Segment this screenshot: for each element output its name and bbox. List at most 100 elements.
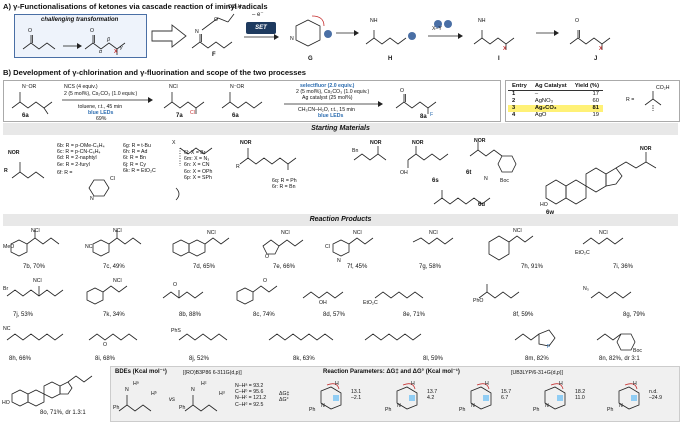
- sm-6a-or-2: N⁻OR: [230, 84, 245, 90]
- product-8m: 8m, 82%: [525, 356, 549, 362]
- cell: –: [534, 91, 539, 97]
- sm-6w-nor: NOR: [640, 146, 652, 152]
- param-dg0: 4.2: [427, 395, 435, 402]
- minus-e: – e⁻: [252, 12, 264, 18]
- xy-label: X–Y: [432, 26, 442, 32]
- product-7h: 7h, 91%: [521, 264, 544, 270]
- cell: 1: [512, 91, 516, 97]
- pyridine-structure: [88, 179, 110, 197]
- arrow-g-h: [336, 30, 359, 36]
- label-h: H: [388, 56, 393, 62]
- sm-6f: 6f: R =: [57, 169, 73, 176]
- label-i: I: [498, 56, 500, 62]
- sm-6s-oh: OH: [400, 170, 408, 176]
- flu-conditions: CH₃CN–H₂O, r.t., 15 min: [298, 107, 355, 113]
- prod-7a-cl: Cl: [190, 110, 195, 116]
- table-row: 2 AgNO₃ 60: [508, 98, 603, 105]
- p8j-phs: PhS: [171, 328, 181, 334]
- set-arrow: [244, 34, 279, 40]
- p8f-pho: PhO: [473, 298, 484, 304]
- sm-6a-label-2: 6a: [232, 113, 239, 119]
- product-8f: 8f, 59%: [513, 312, 534, 318]
- prod-8a-label: 8a: [420, 114, 427, 120]
- challenge-box: challenging transformation O O α β γ X: [14, 14, 147, 58]
- sm-r: R: [4, 168, 8, 174]
- products-row-1: MeO NC O Cl N EtO₂C NCl NCl NCl NCl NCl …: [3, 228, 678, 274]
- sm-6p: 6p: X = SPh: [184, 174, 212, 181]
- sm-6r: 6r: R = Bn: [272, 184, 296, 191]
- params-structures: [320, 383, 640, 410]
- param-n-4: N: [545, 403, 549, 409]
- products-header: Reaction Products: [3, 214, 678, 226]
- j-x: X: [599, 46, 603, 52]
- products-row-3: NC O PhS F Boc 8h, 66% 8i, 68% 8j, 52% 8…: [3, 322, 678, 366]
- products-row-2: Br NCl NCl O O OH EtO₂C PhO N₃ 7j, 53% 7…: [3, 276, 678, 322]
- sm-6w-ho: HO: [540, 202, 548, 208]
- param-h-3: H: [485, 381, 489, 387]
- cell: 3: [512, 105, 516, 111]
- sm-6q: 6q: R = Ph: [272, 178, 297, 184]
- chl-reagent: NCS (4 equiv.): [64, 84, 98, 90]
- param-n-5: N: [619, 403, 623, 409]
- sm-6t: 6t: [466, 170, 472, 176]
- param-n-3: N: [471, 403, 475, 409]
- bde-n-1: N: [125, 387, 129, 393]
- sm-6t-structure: [469, 142, 517, 173]
- th-ag: Ag Catalyst: [534, 83, 567, 89]
- legend-dg-0: ΔG°: [279, 397, 289, 404]
- sm-6c: 6c: R = p-CN-C₆H₄: [57, 149, 101, 156]
- param-pair-1: 13.1 –2.1: [351, 389, 361, 401]
- p8e-eto2c: EtO₂C: [363, 300, 378, 306]
- r-co2h: CO₂H: [656, 85, 670, 91]
- param-dg0: –2.1: [351, 395, 362, 402]
- label-g: G: [308, 56, 313, 62]
- p7b-meo: MeO: [3, 244, 15, 250]
- challenge-o1: O: [28, 28, 33, 34]
- sm-6u: 6u: [478, 202, 486, 208]
- params-title: Reaction Parameters: ΔG‡ and ΔG° (Kcal m…: [323, 369, 460, 375]
- legend-dg-ts: ΔG‡: [279, 391, 290, 397]
- computation-box: BDEs (Kcal mol⁻¹) [(RO)B3P86 6-311G(d,p)…: [110, 366, 680, 422]
- sm-x-structure: [175, 147, 213, 201]
- sm-6a-label: 6a: [22, 113, 29, 119]
- pyr-cl: Cl: [110, 176, 115, 182]
- p8d-oh: OH: [319, 300, 327, 306]
- bde-nhc: N–Hᶜ = 121.2: [235, 395, 267, 402]
- product-7b: 7b, 70%: [23, 264, 46, 270]
- param-n-2: N: [397, 403, 401, 409]
- param-dgts: 18.2: [575, 389, 586, 395]
- bde-legend: ΔG‡ ΔG°: [279, 391, 289, 403]
- bde-values: N–Hᵃ = 93.2 C–Hᵇ = 95.6 N–Hᶜ = 121.2 C–H…: [235, 383, 266, 408]
- bde-ha: Hᵃ: [133, 381, 139, 387]
- param-pair-3: 15.7 6.7: [501, 389, 511, 401]
- param-dgts: 13.1: [351, 389, 362, 395]
- bde-n-2: N: [191, 387, 195, 393]
- product-8e: 8e, 71%: [403, 312, 426, 318]
- chl-arrow: [62, 97, 153, 103]
- sm-list1: 6b: R = p-OMe-C₆H₄ 6c: R = p-CN-C₆H₄ 6d:…: [57, 143, 105, 176]
- sm-6n: 6n: X = CN: [184, 162, 210, 169]
- p8o-structure: [11, 375, 93, 407]
- label-f: F: [212, 52, 216, 58]
- param-dg0: 6.7: [501, 395, 509, 402]
- sm-6w-structure: [545, 152, 657, 205]
- alpha-label: α: [99, 49, 102, 55]
- param-ph-3: Ph: [459, 407, 466, 413]
- cell: 60: [592, 98, 599, 104]
- r-group-structure: [644, 91, 662, 111]
- product-7c: 7c, 49%: [103, 264, 125, 270]
- sm-6w: 6w: [546, 210, 555, 216]
- param-pair-5: n.d. –24.9: [649, 389, 662, 401]
- product-7d: 7d, 65%: [193, 264, 216, 270]
- p8o-ho: HO: [2, 400, 10, 406]
- flu-reagent: selectfluor (2.0 equiv.): [300, 83, 355, 89]
- p7f-n: N: [337, 258, 341, 264]
- table-row: 4 AgO 19: [508, 112, 603, 119]
- starting-materials-header: Starting Materials: [3, 123, 678, 135]
- sm-list4: 6q: R = Ph 6r: R = Bn: [272, 178, 297, 190]
- f-n: N: [195, 29, 199, 35]
- sm-bn: Bn: [352, 148, 359, 154]
- p7i-ncl: NCl: [599, 230, 608, 236]
- bde-ph-2: Ph: [179, 405, 186, 411]
- product-7i: 7i, 36%: [613, 264, 634, 270]
